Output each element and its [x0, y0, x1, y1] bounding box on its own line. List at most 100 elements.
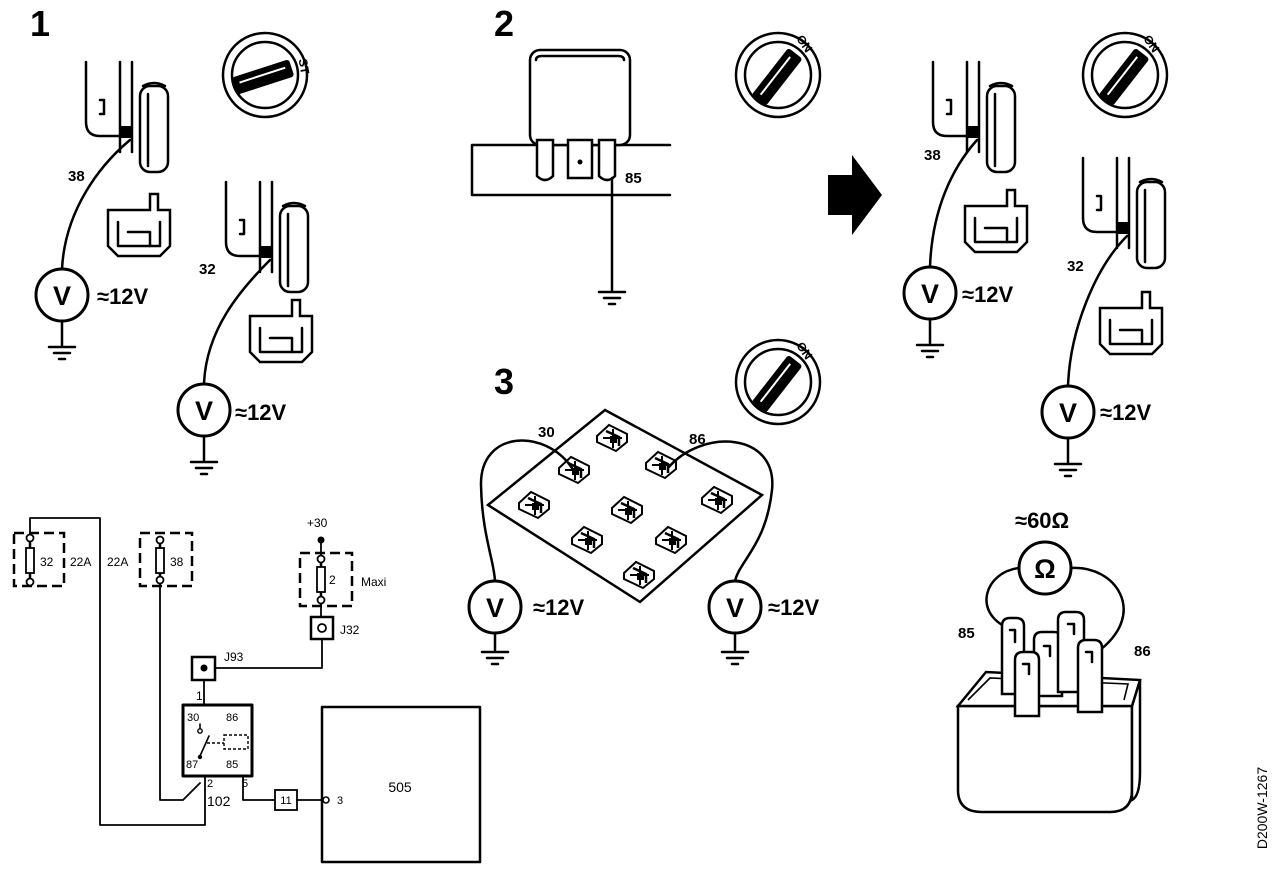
- ground-icon: [720, 650, 750, 666]
- relay-pin-label: 30: [187, 712, 199, 724]
- relay-blade-hole: [1084, 650, 1094, 664]
- voltage-reading: ≈12V: [1100, 400, 1152, 425]
- fuse-terminal: [25, 533, 35, 543]
- relay-blade-hole: [1008, 628, 1017, 644]
- connector-label: 11: [280, 795, 291, 807]
- fuse-holder-38: [931, 60, 1017, 174]
- relay-blade-hole: [1042, 644, 1052, 658]
- fuse-rating: 22A: [70, 555, 91, 569]
- wire-relay-connector: [242, 775, 276, 801]
- step-number-1: 1: [30, 3, 50, 44]
- relay-lid-edge: [534, 54, 626, 62]
- ohmmeter: [1017, 540, 1073, 596]
- terminal-label-32: 32: [199, 261, 216, 278]
- voltmeter-symbol: V: [195, 396, 213, 426]
- fuse-holder-38: [84, 60, 170, 174]
- relay-blade-86: [1076, 638, 1104, 714]
- fuse-terminal: [155, 575, 165, 585]
- voltmeter-symbol: V: [53, 281, 71, 311]
- wire-fuse-32: [29, 517, 206, 826]
- relay-coil: [223, 734, 249, 750]
- probe-wire-32: [202, 258, 272, 386]
- ground-icon: [47, 345, 77, 361]
- fuse-terminal: [25, 577, 35, 587]
- ground-icon: [1053, 462, 1083, 478]
- terminal-label-38: 38: [924, 147, 941, 164]
- voltmeter-symbol: V: [1059, 398, 1077, 428]
- ground-icon: [915, 343, 945, 359]
- module-505: [320, 705, 482, 864]
- wiring-schematic: 32 22A 22A 38 +30 2 Maxi J32 J93 1: [12, 516, 482, 864]
- fuse-rating: 22A: [107, 555, 128, 569]
- fuse-holder-32: [1081, 156, 1167, 270]
- relay-body: [956, 704, 1134, 814]
- ground-icon: [189, 460, 219, 476]
- voltage-reading: ≈12V: [533, 595, 585, 620]
- ground-icon: [480, 650, 510, 666]
- junction-label: J93: [224, 650, 244, 664]
- voltmeter-symbol: V: [726, 593, 744, 623]
- wire-j32-j93: [214, 638, 323, 669]
- voltage-reading: ≈12V: [97, 284, 149, 309]
- ground-icon: [597, 290, 627, 306]
- step-number-2: 2: [494, 3, 514, 44]
- fuse-number: 2: [329, 573, 336, 587]
- wire-fuse-38: [159, 583, 201, 801]
- module-pin-label: 3: [337, 795, 343, 807]
- figure-reference-code: D200W-1267: [1254, 767, 1270, 849]
- step-number-3: 3: [494, 361, 514, 402]
- fuse-terminal: [316, 595, 326, 605]
- relay-pin-label: 2: [207, 778, 213, 790]
- relay-pin-85: [597, 138, 617, 182]
- junction-terminal: [200, 664, 208, 672]
- terminal-label-30: 30: [538, 424, 555, 441]
- voltage-reading: ≈12V: [235, 400, 287, 425]
- fuse-icon: [155, 547, 165, 574]
- arrow-right-icon: [828, 155, 882, 235]
- probe-wire-32: [1066, 234, 1129, 388]
- relay-contact: [197, 754, 203, 760]
- junction-terminal: [317, 623, 327, 633]
- probe-wire-38: [928, 138, 979, 269]
- relay-pin-label: 87: [186, 759, 198, 771]
- fuse-terminal: [155, 535, 165, 545]
- probe-wire-86: [666, 440, 774, 583]
- resistance-reading: ≈60Ω: [1015, 508, 1069, 533]
- relay-symbol: [181, 703, 254, 778]
- key-position-label: ST: [296, 58, 313, 76]
- relay-pin-label: 5: [242, 778, 248, 790]
- fuse-icon: [316, 566, 326, 593]
- fuse-box-32: [12, 531, 66, 588]
- supply-label: +30: [307, 516, 328, 530]
- relay-blade: [1013, 650, 1041, 718]
- relay-pin: [535, 138, 555, 182]
- terminal-label-32: 32: [1067, 258, 1084, 275]
- relay-body: [528, 48, 632, 147]
- maxi-fuse-box: [298, 551, 354, 608]
- fuse-type: Maxi: [361, 575, 386, 589]
- relay-pin-label: 1: [196, 689, 203, 703]
- relay-switch-blade: [199, 735, 210, 757]
- terminal-label-38: 38: [68, 168, 85, 185]
- module-label: 505: [388, 779, 412, 795]
- relay-blade-hole: [1066, 622, 1076, 636]
- relay-pin: [566, 138, 594, 180]
- voltage-reading: ≈12V: [768, 595, 820, 620]
- ohmmeter-lead-86: [1069, 566, 1125, 652]
- terminal-label-85: 85: [625, 170, 642, 187]
- probe-wire-38: [60, 138, 132, 271]
- voltage-reading: ≈12V: [962, 282, 1014, 307]
- fuse-box-38: [138, 531, 194, 588]
- terminal-clip: [106, 192, 172, 258]
- voltmeter-symbol: V: [921, 279, 939, 309]
- wire-label: 102: [207, 793, 231, 809]
- junction-label: J32: [340, 623, 360, 637]
- relay-pin-hole: [577, 159, 583, 165]
- relay-pin-label: 86: [226, 712, 238, 724]
- relay-pin-label: 85: [226, 759, 238, 771]
- fuse-number: 32: [40, 555, 54, 569]
- ohmmeter-symbol: Ω: [1034, 554, 1056, 584]
- voltmeter-symbol: V: [486, 593, 504, 623]
- terminal-label-86: 86: [1134, 643, 1151, 660]
